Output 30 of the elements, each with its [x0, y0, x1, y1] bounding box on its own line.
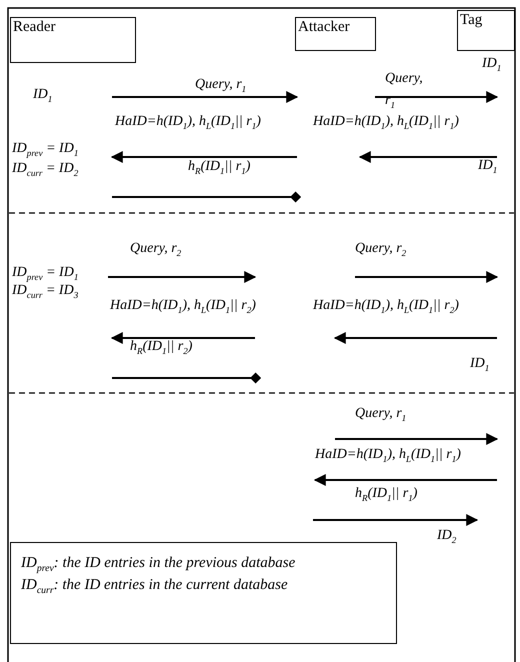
actor-name: Attacker: [297, 18, 351, 37]
message-label: h$_{R}$(ID$_{1}$|| r$_{1}$): [188, 158, 250, 178]
message-label: ID$_{1}$: [33, 86, 52, 106]
message-label: ID$_{2}$: [437, 527, 456, 547]
message-label: Query, r$_{2}$: [355, 240, 406, 260]
message-label: Query, r$_{1}$: [195, 76, 246, 96]
message-label: HaID=h(ID$_{1}$), h$_{L}$(ID$_{1}$|| r$_{1}$): [315, 446, 461, 466]
message-label: HaID=h(ID$_{1}$), h$_{L}$(ID$_{1}$|| r$_{2}$): [110, 297, 256, 317]
message-label: Query, r$_{1}$: [355, 405, 406, 425]
message-label: ID$_{prev}$ = ID$_{1}$: [12, 264, 78, 284]
actor-name: Reader: [12, 18, 56, 37]
message-label: h$_{R}$(ID$_{1}$|| r$_{1}$): [355, 485, 418, 505]
message-label: ID$_{curr}$ = ID$_{3}$: [12, 282, 78, 302]
actor-box: [457, 10, 515, 51]
message-label: ID$_{1}$: [470, 355, 490, 375]
message-label: ID$_{1}$: [482, 55, 502, 75]
message-label: ID$_{1}$: [478, 157, 498, 177]
actor-box: [10, 17, 136, 63]
message-label: Query, r$_{2}$: [130, 240, 182, 260]
message-label: HaID=h(ID$_{1}$), h$_{L}$(ID$_{1}$|| r$_{2}$): [313, 297, 459, 317]
message-label: HaID=h(ID$_{1}$), h$_{L}$(ID$_{1}$|| r$_{1}$): [313, 113, 459, 133]
actor-name: Tag: [459, 11, 484, 30]
note-box: [10, 542, 397, 644]
legend-note: ID$_{prev}$: the ID entries in the previous database: [20, 555, 296, 576]
message-label: h$_{R}$(ID$_{1}$|| r$_{2}$): [130, 338, 192, 358]
message-label: ID$_{curr}$ = ID$_{2}$: [12, 160, 78, 180]
message-label: ID$_{prev}$ = ID$_{1}$: [12, 140, 78, 160]
legend-note: ID$_{curr}$: the ID entries in the current database: [20, 577, 289, 598]
actor-box: [295, 17, 376, 51]
message-label: HaID=h(ID$_{1}$), h$_{L}$(ID$_{1}$|| r$_{1}$): [115, 113, 261, 133]
